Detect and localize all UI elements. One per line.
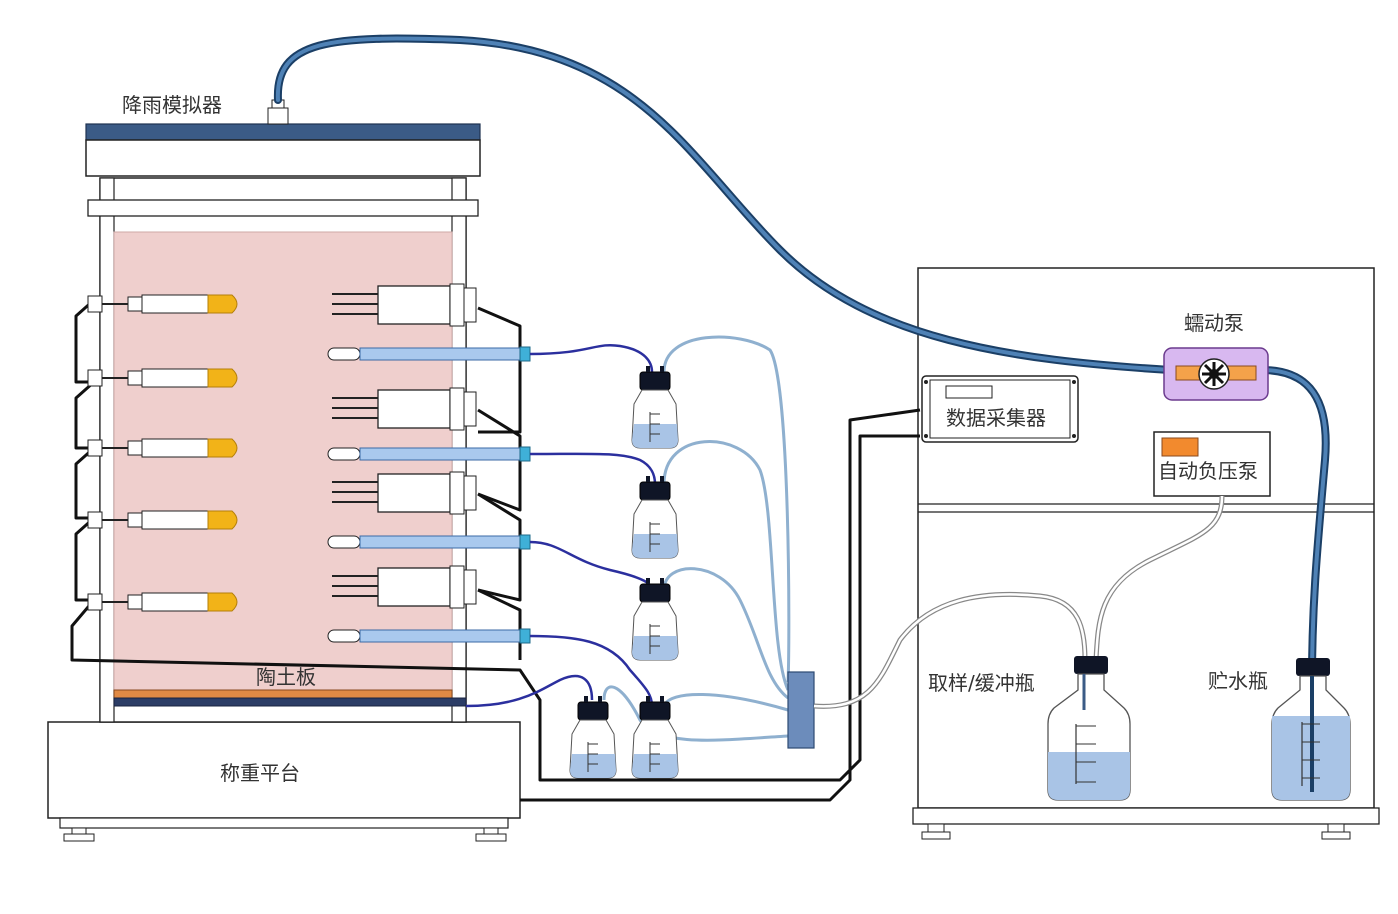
rain-simulator-label: 降雨模拟器: [122, 93, 222, 117]
collection-bottle-icon: [569, 366, 679, 779]
rain-simulator: [85, 99, 481, 177]
probe-icon: [87, 294, 238, 612]
peristaltic-pump-label: 蠕动泵: [1184, 311, 1244, 335]
weighing-platform: [47, 721, 521, 842]
pump-rotor-icon: [1198, 358, 1230, 390]
vacuum-pump: [1153, 431, 1271, 497]
sensor-cables: [70, 298, 921, 802]
vacuum-line: [1093, 495, 1225, 661]
suction-cup-icon: [327, 346, 531, 644]
suction-tubes: [465, 344, 657, 708]
sampling-bottle-label: 取样/缓冲瓶: [928, 671, 1035, 695]
peristaltic-pump: [1163, 347, 1269, 401]
water-bottle-label: 贮水瓶: [1208, 669, 1268, 693]
data-logger-label: 数据采集器: [946, 406, 1046, 430]
ceramic-plate-label: 陶土板: [256, 665, 316, 689]
rain-supply-tube: [273, 34, 1330, 684]
vacuum-pump-label: 自动负压泵: [1158, 459, 1258, 483]
water-storage-bottle: [1271, 658, 1351, 801]
equipment-cabinet: [912, 267, 1380, 840]
ceramic-plate: [113, 689, 467, 707]
sampling-buffer-bottle: [1047, 656, 1131, 801]
data-logger: [921, 375, 1079, 443]
tdr-sensor-icon: [331, 283, 477, 609]
manifold: [787, 671, 815, 749]
weighing-platform-label: 称重平台: [220, 761, 300, 785]
